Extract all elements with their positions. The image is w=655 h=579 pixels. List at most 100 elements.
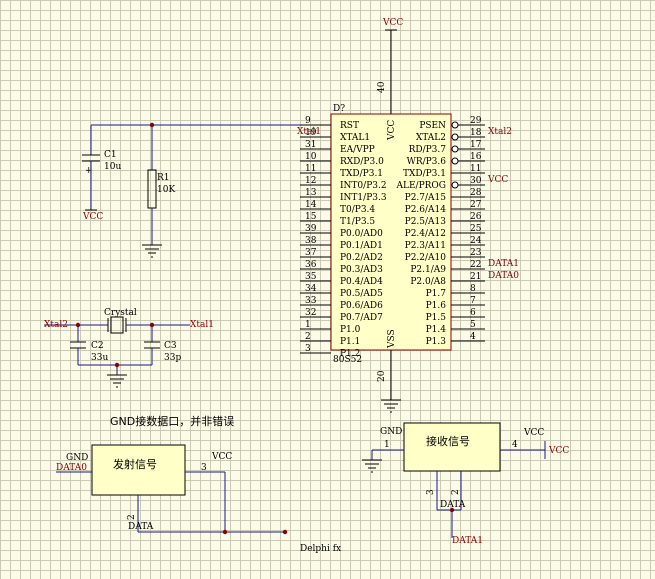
receiver-body[interactable] xyxy=(403,422,501,472)
xtal2-net: Xtal2 xyxy=(44,320,68,330)
chip-pin-right[interactable]: 6P1.5 xyxy=(426,308,485,323)
pin-label: P1.4 xyxy=(426,325,447,335)
chip-pin-right[interactable]: 5P1.4 xyxy=(426,320,485,335)
pin-label: P0.4/AD4 xyxy=(340,277,383,287)
transmitter-label: 发射信号 xyxy=(113,457,157,471)
pin-label: P1.2 xyxy=(340,349,360,359)
chip-part: 80S52 xyxy=(333,355,362,365)
pin-label: P0.3/AD3 xyxy=(340,265,383,275)
pin-number: 21 xyxy=(470,272,481,282)
pin-label: P2.1/A9 xyxy=(410,265,446,275)
c1-ref: C1 xyxy=(104,150,117,160)
pin-number: 19 xyxy=(305,128,317,138)
pin-number: 28 xyxy=(470,188,482,198)
receiver-module[interactable]: 接收信号 GND 1 4 VCC VCC 3 2 DATA DATA1 xyxy=(362,422,569,546)
r1-body[interactable] xyxy=(147,169,157,209)
pin-label: TXD/P3.1 xyxy=(340,169,383,179)
chip-ground-icon xyxy=(381,399,401,413)
pin-number: 10 xyxy=(305,152,317,162)
pin-number: 30 xyxy=(470,176,482,186)
vcc-pin-number: 40 xyxy=(377,81,387,93)
crystal-body[interactable] xyxy=(110,316,124,334)
pin-number: 9 xyxy=(305,116,311,126)
pin-number: 13 xyxy=(305,188,317,198)
chip-pin-right[interactable]: 7P1.6 xyxy=(426,296,485,311)
receiver-ground-icon xyxy=(362,459,382,473)
chip-pin-right[interactable]: 4P1.3 xyxy=(426,332,485,347)
receiver-pin2: 2 xyxy=(451,489,461,495)
pin-label: WR/P3.6 xyxy=(407,157,447,167)
chip-body[interactable] xyxy=(330,113,452,351)
pin-number: 38 xyxy=(305,236,317,246)
pin-label: P0.5/AD5 xyxy=(340,289,383,299)
xtal1-net: Xtal1 xyxy=(190,320,214,330)
pin-label: P1.3 xyxy=(426,337,447,347)
pin-number: 8 xyxy=(470,284,476,294)
pin-label: RST xyxy=(340,121,359,131)
pin-number: 26 xyxy=(470,212,482,222)
transmitter-module[interactable]: 发射信号 GND DATA0 3 VCC 2 DATA xyxy=(56,444,288,535)
note-text: GND接数据口，并非错误 xyxy=(110,414,234,428)
r1-ground-icon xyxy=(142,244,162,258)
crystal-ground-junction xyxy=(114,362,120,368)
c1-vcc-label: VCC xyxy=(82,212,103,222)
reset-circuit[interactable]: + VCC C1 10u R1 10K xyxy=(82,122,300,258)
pin-label: P0.7/AD7 xyxy=(340,313,383,323)
pin-number: 11 xyxy=(305,164,316,174)
crystal-circuit[interactable]: Crystal Xtal2 Xtal1 C2 33u C3 33p xyxy=(44,308,214,388)
pin-number: 5 xyxy=(470,320,476,330)
pin-number: 37 xyxy=(305,248,317,258)
receiver-data-label: DATA xyxy=(440,500,466,510)
pin-number: 23 xyxy=(470,248,482,258)
pin-number: 2 xyxy=(305,332,311,342)
chip-pin-right[interactable]: 8P1.7 xyxy=(426,284,485,299)
pin-number: 24 xyxy=(470,236,482,246)
c3-value: 33p xyxy=(164,353,181,363)
pin-label: P2.6/A14 xyxy=(405,205,447,215)
pin-label: XTAL2 xyxy=(416,133,446,143)
receiver-pin1: 1 xyxy=(384,440,390,450)
pin-number: 11 xyxy=(470,164,481,174)
pin-label: EA/VPP xyxy=(340,145,375,155)
pin-number: 22 xyxy=(470,260,481,270)
net-data1-chip: DATA1 xyxy=(488,259,519,269)
vcc-power-label: VCC xyxy=(382,18,403,28)
pin-number: 15 xyxy=(305,212,317,222)
